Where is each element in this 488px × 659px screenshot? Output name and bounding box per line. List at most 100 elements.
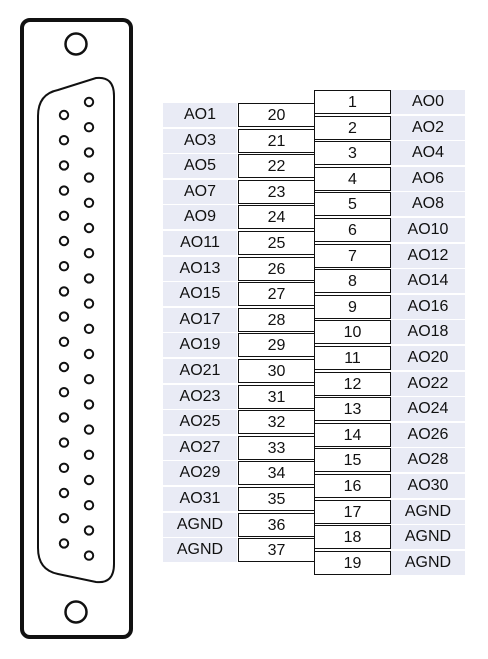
right-signal-label: AO16 <box>391 294 465 319</box>
socket-hole-inner-row <box>58 210 70 222</box>
right-pin-number: 19 <box>314 550 391 575</box>
socket-hole-inner-row <box>58 387 70 398</box>
socket-hole-outer-row <box>83 323 95 334</box>
left-pin-number: 27 <box>238 282 315 307</box>
left-pin-number: 28 <box>238 307 315 332</box>
socket-hole-outer-row <box>83 172 95 183</box>
right-pin-number: 16 <box>314 474 391 498</box>
right-pin-number: 12 <box>314 371 391 396</box>
right-signal-label: AO30 <box>391 474 465 498</box>
left-signal-label: AO11 <box>163 231 237 255</box>
left-signal-label: AGND <box>163 538 237 563</box>
socket-hole-outer-row <box>83 147 95 158</box>
left-pin-number: 24 <box>238 205 315 230</box>
left-pin-number: 26 <box>238 256 315 281</box>
socket-hole-outer-row <box>83 222 95 234</box>
right-signal-label: AO20 <box>391 346 465 370</box>
socket-hole-inner-row <box>58 235 70 247</box>
left-signal-label: AO1 <box>163 103 237 127</box>
left-pin-number: 22 <box>238 154 315 179</box>
right-pin-number: 2 <box>314 115 391 140</box>
socket-hole-outer-row <box>83 122 95 133</box>
right-signal-label: AO28 <box>391 448 465 473</box>
left-pin-number: 35 <box>238 487 315 511</box>
left-signal-label: AO13 <box>163 256 237 281</box>
pin-socket-holes <box>58 96 95 561</box>
left-signal-label: AO9 <box>163 205 237 230</box>
left-pin-number: 29 <box>238 333 315 358</box>
right-signal-label: AO12 <box>391 243 465 268</box>
left-signal-label: AO29 <box>163 461 237 486</box>
right-signal-label: AGND <box>391 499 465 524</box>
socket-hole-outer-row <box>83 525 95 536</box>
socket-hole-inner-row <box>58 437 70 448</box>
right-pin-number: 7 <box>314 243 391 268</box>
left-pin-number: 30 <box>238 359 315 383</box>
connector-face-trapezoid <box>37 76 115 584</box>
left-pin-number: 21 <box>238 128 315 153</box>
right-pin-number: 18 <box>314 525 391 550</box>
socket-hole-outer-row <box>83 348 95 360</box>
left-signal-label: AO21 <box>163 359 237 383</box>
left-signal-label: AO19 <box>163 333 237 358</box>
right-signal-label: AO6 <box>391 166 465 191</box>
right-pin-number: 5 <box>314 192 391 217</box>
socket-hole-inner-row <box>58 261 70 272</box>
left-pin-number: 33 <box>238 435 315 460</box>
socket-hole-inner-row <box>58 286 70 297</box>
right-pin-number: 3 <box>314 141 391 166</box>
socket-hole-inner-row <box>58 336 70 347</box>
right-signal-label: AO10 <box>391 218 465 242</box>
socket-hole-outer-row <box>83 374 95 385</box>
right-pin-number: 10 <box>314 320 391 345</box>
socket-hole-outer-row <box>83 550 95 561</box>
right-pin-number: 14 <box>314 422 391 447</box>
left-signal-label: AO15 <box>163 282 237 307</box>
left-pin-number: 34 <box>238 461 315 486</box>
left-signal-label: AO3 <box>163 128 237 153</box>
right-signal-label: AO24 <box>391 397 465 422</box>
socket-hole-inner-row <box>58 135 70 146</box>
left-signal-label: AGND <box>163 512 237 537</box>
socket-hole-outer-row <box>83 500 95 511</box>
socket-hole-inner-row <box>58 109 70 121</box>
socket-hole-outer-row <box>83 197 95 209</box>
right-pin-number: 8 <box>314 269 391 294</box>
right-pin-number: 9 <box>314 294 391 319</box>
socket-hole-inner-row <box>58 160 70 171</box>
left-signal-label: AO31 <box>163 487 237 511</box>
socket-hole-outer-row <box>83 474 95 486</box>
right-signal-label: AO18 <box>391 320 465 345</box>
right-pin-number: 15 <box>314 448 391 473</box>
left-pin-number: 37 <box>238 538 315 563</box>
left-pin-number: 23 <box>238 179 315 204</box>
right-signal-label: AO2 <box>391 115 465 140</box>
socket-hole-inner-row <box>58 311 70 322</box>
left-pin-number: 32 <box>238 410 315 435</box>
right-signal-label: AO4 <box>391 141 465 166</box>
socket-hole-outer-row <box>83 449 95 460</box>
right-signal-label: AO0 <box>391 90 465 114</box>
socket-hole-outer-row <box>83 298 95 309</box>
right-pin-number: 6 <box>314 218 391 242</box>
right-signal-label: AO8 <box>391 192 465 217</box>
left-signal-label: AO17 <box>163 307 237 332</box>
right-pin-number: 1 <box>314 90 391 114</box>
left-signal-label: AO27 <box>163 435 237 460</box>
socket-hole-inner-row <box>58 361 70 373</box>
right-signal-label: AGND <box>391 525 465 550</box>
right-signal-label: AO26 <box>391 422 465 447</box>
socket-hole-inner-row <box>58 185 70 196</box>
socket-hole-inner-row <box>58 412 70 423</box>
left-pin-number: 25 <box>238 231 315 255</box>
socket-hole-inner-row <box>58 513 70 524</box>
right-signal-label: AO22 <box>391 371 465 396</box>
left-pin-number: 36 <box>238 512 315 537</box>
left-signal-label: AO25 <box>163 410 237 435</box>
socket-hole-outer-row <box>83 248 95 259</box>
left-pin-number: 31 <box>238 384 315 409</box>
left-signal-label: AO5 <box>163 154 237 179</box>
socket-hole-outer-row <box>83 273 95 284</box>
